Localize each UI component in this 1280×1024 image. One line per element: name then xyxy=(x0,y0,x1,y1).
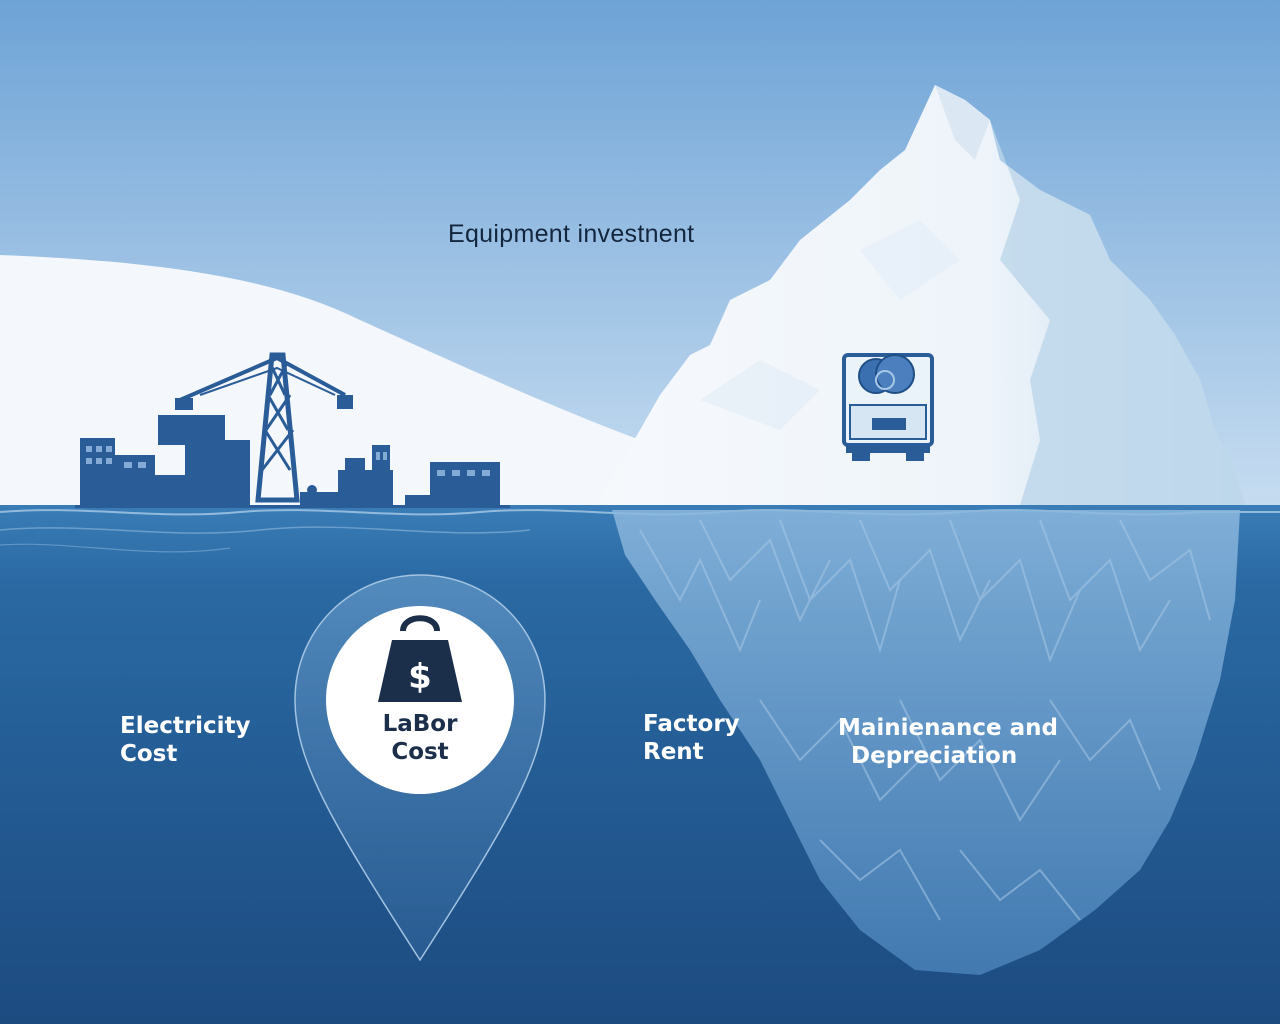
maintenance-line1: Mainienance and xyxy=(838,715,1059,741)
maintenance-depreciation-label: Mainienance and Depreciation xyxy=(838,714,1058,770)
machine-icon xyxy=(842,353,934,461)
electricity-cost-line2: Cost xyxy=(120,741,178,767)
electricity-cost-label: Electricity Cost xyxy=(120,712,251,768)
factory-rent-line1: Factory xyxy=(643,711,740,737)
factory-rent-label: Factory Rent xyxy=(643,710,740,766)
maintenance-line2: Depreciation xyxy=(851,743,1018,769)
labor-cost-label: LaBor Cost xyxy=(340,710,500,766)
money-bag-icon: $ xyxy=(378,615,462,702)
equipment-investment-label: Equiрment investnent xyxy=(448,220,695,248)
iceberg-underwater xyxy=(612,510,1240,975)
iceberg-top xyxy=(595,85,1245,505)
labor-cost-line2: Cost xyxy=(391,739,449,765)
svg-text:$: $ xyxy=(408,657,432,697)
factory-rent-line2: Rent xyxy=(643,739,704,765)
electricity-cost-line1: Electricity xyxy=(120,713,251,739)
labor-cost-line1: LaBor xyxy=(382,711,458,737)
